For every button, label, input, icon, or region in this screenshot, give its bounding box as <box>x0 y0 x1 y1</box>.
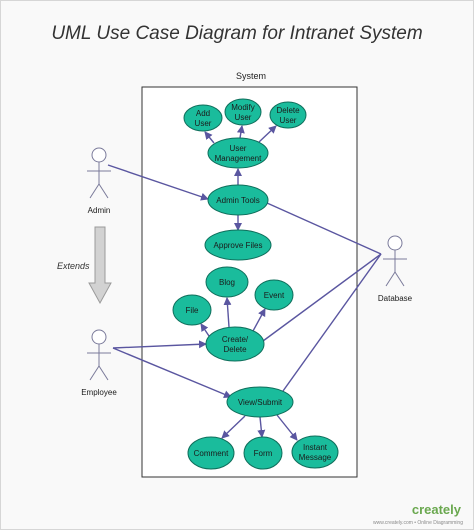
usecase-label: Instant <box>303 443 328 452</box>
actor-label: Database <box>378 294 413 303</box>
connector-15 <box>257 416 266 438</box>
usecase-shape <box>204 229 272 261</box>
connector-11 <box>223 297 232 328</box>
actor-admin: Admin <box>87 147 111 215</box>
actor-figure-part <box>394 271 405 287</box>
usecase-label: Management <box>215 154 262 163</box>
usecase-shape <box>254 279 294 311</box>
usecase-label: Delete <box>276 106 300 115</box>
actor-label: Admin <box>88 206 111 215</box>
usecase-label: View/Submit <box>238 398 283 407</box>
usecase-shape <box>224 98 262 126</box>
usecase-label: Admin Tools <box>216 196 259 205</box>
usecase-label: User <box>195 119 212 128</box>
usecase-shape <box>269 101 307 129</box>
usecase-label: File <box>186 306 199 315</box>
connector-1 <box>112 340 207 349</box>
usecase-shape <box>243 436 283 470</box>
usecase-shape <box>207 184 269 216</box>
usecase-admin-tools: Admin Tools <box>207 184 269 216</box>
usecase-shape <box>207 137 269 169</box>
connector-16 <box>276 414 298 441</box>
system-boundary-label: System <box>235 71 266 81</box>
connector-13 <box>200 323 210 337</box>
usecase-shape <box>205 266 249 298</box>
usecase-label: Form <box>254 449 273 458</box>
usecase-label: Delete <box>223 345 247 354</box>
usecase-label: Message <box>299 453 332 462</box>
actor-figure-part <box>98 183 109 199</box>
extends-label: Extends <box>57 261 90 271</box>
connections <box>107 125 382 441</box>
usecase-label: Approve Files <box>214 241 263 250</box>
connector-7 <box>204 131 215 144</box>
usecase-label: Event <box>264 291 285 300</box>
connector-5 <box>282 253 382 392</box>
actor-figure-part <box>91 329 107 345</box>
connector-0 <box>107 164 209 201</box>
usecase-comment: Comment <box>187 436 235 470</box>
connector-14 <box>221 415 246 439</box>
usecase-shape <box>291 435 339 469</box>
usecase-file: File <box>172 294 212 326</box>
usecase-blog: Blog <box>205 266 249 298</box>
creately-logo: creately <box>411 502 461 517</box>
connector-12 <box>252 308 266 332</box>
connector-2 <box>112 347 232 399</box>
actor-database: Database <box>378 235 413 303</box>
actor-label: Employee <box>81 388 117 397</box>
usecase-shape <box>187 436 235 470</box>
actor-figure-part <box>385 271 396 287</box>
usecase-label: Modify <box>231 103 255 112</box>
creately-tagline: www.creately.com • Online Diagramming <box>372 520 463 526</box>
actor-figure-part <box>91 147 107 163</box>
diagram-title: UML Use Case Diagram for Intranet System <box>51 23 423 44</box>
use-cases: AddUserModifyUserDeleteUserUserManagemen… <box>172 98 339 470</box>
usecase-create-delete: Create/Delete <box>205 326 265 362</box>
connector-9 <box>258 125 277 143</box>
usecase-label: Blog <box>219 278 235 287</box>
usecase-label: Add <box>196 109 210 118</box>
usecase-shape <box>205 326 265 362</box>
usecase-label: User <box>280 116 297 125</box>
connector-8 <box>236 125 245 139</box>
actor-figure-part <box>89 183 100 199</box>
connector-3 <box>266 202 382 255</box>
usecase-approve-files: Approve Files <box>204 229 272 261</box>
usecase-form: Form <box>243 436 283 470</box>
actor-figure-part <box>98 365 109 381</box>
usecase-shape <box>226 386 294 418</box>
usecase-event: Event <box>254 279 294 311</box>
actor-figure-part <box>387 235 403 251</box>
actor-figure-part <box>89 365 100 381</box>
usecase-view-submit: View/Submit <box>226 386 294 418</box>
usecase-shape <box>172 294 212 326</box>
usecase-label: User <box>235 113 252 122</box>
usecase-label: User <box>230 144 247 153</box>
usecase-label: Create/ <box>222 335 249 344</box>
usecase-shape <box>183 104 223 132</box>
actor-employee: Employee <box>81 329 117 397</box>
connector-4 <box>262 253 382 342</box>
extends-arrow <box>88 226 112 305</box>
usecase-label: Comment <box>194 449 229 458</box>
